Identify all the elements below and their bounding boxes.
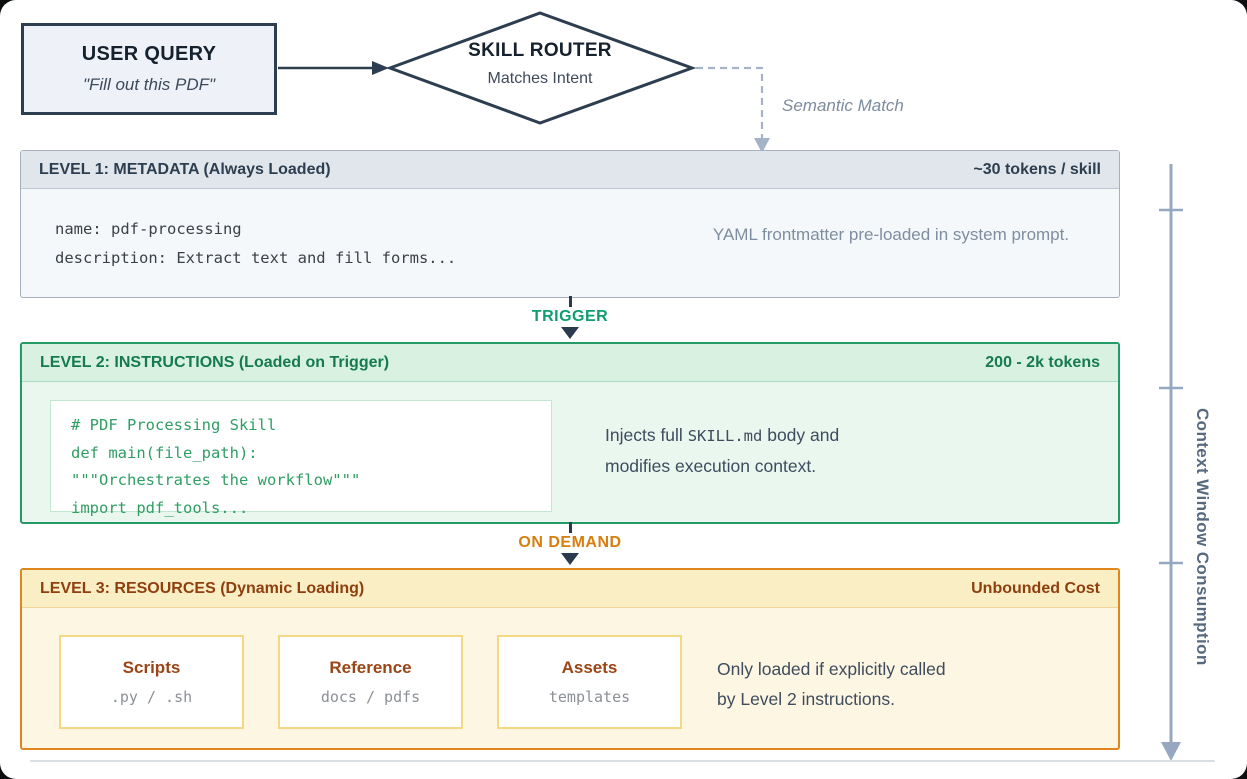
resource-card-scripts: Scripts .py / .sh [59,635,244,729]
resource-card-subtitle: docs / pdfs [320,688,421,706]
level-3-note-line-1: Only loaded if explicitly called [717,659,946,679]
on-demand-dashed-line [568,522,572,533]
level-3-title: LEVEL 3: RESOURCES (Dynamic Loading) [40,579,365,597]
code-line: def main(file_path): [71,443,258,462]
level-3-note-line-2: by Level 2 instructions. [717,689,896,709]
level-1-token-badge: ~30 tokens / skill [973,160,1101,178]
user-query-box: USER QUERY "Fill out this PDF" [21,23,277,115]
skill-router-subtitle: Matches Intent [487,70,593,87]
trigger-connector: TRIGGER [20,296,1120,339]
on-demand-arrowhead-icon [561,553,579,565]
resource-card-subtitle: .py / .sh [110,688,193,706]
context-window-axis-graphic [1159,164,1183,761]
level-3-note: Only loaded if explicitly called by Leve… [717,654,946,714]
semantic-match-label: Semantic Match [782,96,904,115]
resource-card-subtitle: templates [548,688,631,706]
user-query-subtitle: "Fill out this PDF" [82,75,216,94]
level-2-header: LEVEL 2: INSTRUCTIONS (Loaded on Trigger… [22,344,1118,382]
level-3-cost-badge: Unbounded Cost [971,579,1100,597]
resource-card-title: Reference [329,658,412,677]
level-2-title: LEVEL 2: INSTRUCTIONS (Loaded on Trigger… [40,353,390,371]
on-demand-label: ON DEMAND [518,534,622,551]
code-line: name: pdf-processing [55,220,242,238]
resource-card-title: Assets [561,658,618,677]
code-line: description: Extract text and fill forms… [55,249,457,267]
level-3-resources-box: LEVEL 3: RESOURCES (Dynamic Loading) Unb… [20,568,1120,750]
level-2-code-block: # PDF Processing Skill def main(file_pat… [50,400,552,517]
level-1-note: YAML frontmatter pre-loaded in system pr… [712,225,1070,244]
trigger-dashed-line [568,296,572,307]
resource-card-assets: Assets templates [497,635,682,729]
trigger-label: TRIGGER [531,308,609,325]
level-2-note: Injects full SKILL.md body and modifies … [605,420,839,481]
axis-arrowhead [1161,742,1181,761]
context-window-consumption-label: Context Window Consumption [1193,408,1212,666]
on-demand-connector: ON DEMAND [20,522,1120,565]
level-2-instructions-box: LEVEL 2: INSTRUCTIONS (Loaded on Trigger… [20,342,1120,524]
skill-md-filename: SKILL.md [687,427,763,445]
note-text: Injects full [605,425,688,445]
level-2-note-line-1: Injects full SKILL.md body and [605,420,839,451]
note-text: body and [762,425,840,445]
skill-router-diamond [385,11,697,125]
level-2-note-line-2: modifies execution context. [605,456,817,476]
code-line: import pdf_tools... [71,498,249,517]
level-1-code-snippet: name: pdf-processing description: Extrac… [55,215,456,273]
level-3-header: LEVEL 3: RESOURCES (Dynamic Loading) Unb… [22,570,1118,608]
flow-connectors-graphic [278,11,770,153]
trigger-arrowhead-icon [561,327,579,339]
resource-cards-row: Scripts .py / .sh Reference docs / pdfs … [59,635,682,729]
user-query-title: USER QUERY [81,43,217,65]
semantic-match-arrowhead [754,138,770,153]
resource-card-title: Scripts [122,658,181,677]
code-line: """Orchestrates the workflow""" [71,471,361,489]
level-2-token-badge: 200 - 2k tokens [985,353,1100,371]
query-to-router-arrowhead [372,61,389,75]
level-1-metadata-box: LEVEL 1: METADATA (Always Loaded) ~30 to… [20,150,1120,298]
level-1-header: LEVEL 1: METADATA (Always Loaded) ~30 to… [21,151,1119,189]
code-line: # PDF Processing Skill [71,416,277,434]
level-1-title: LEVEL 1: METADATA (Always Loaded) [39,160,331,178]
bottom-divider-line [30,760,1215,762]
semantic-match-dashed-arrow [696,66,764,138]
resource-card-reference: Reference docs / pdfs [278,635,463,729]
skill-router-title: SKILL ROUTER [468,40,612,61]
skill-router-node: SKILL ROUTER Matches Intent [420,40,660,88]
